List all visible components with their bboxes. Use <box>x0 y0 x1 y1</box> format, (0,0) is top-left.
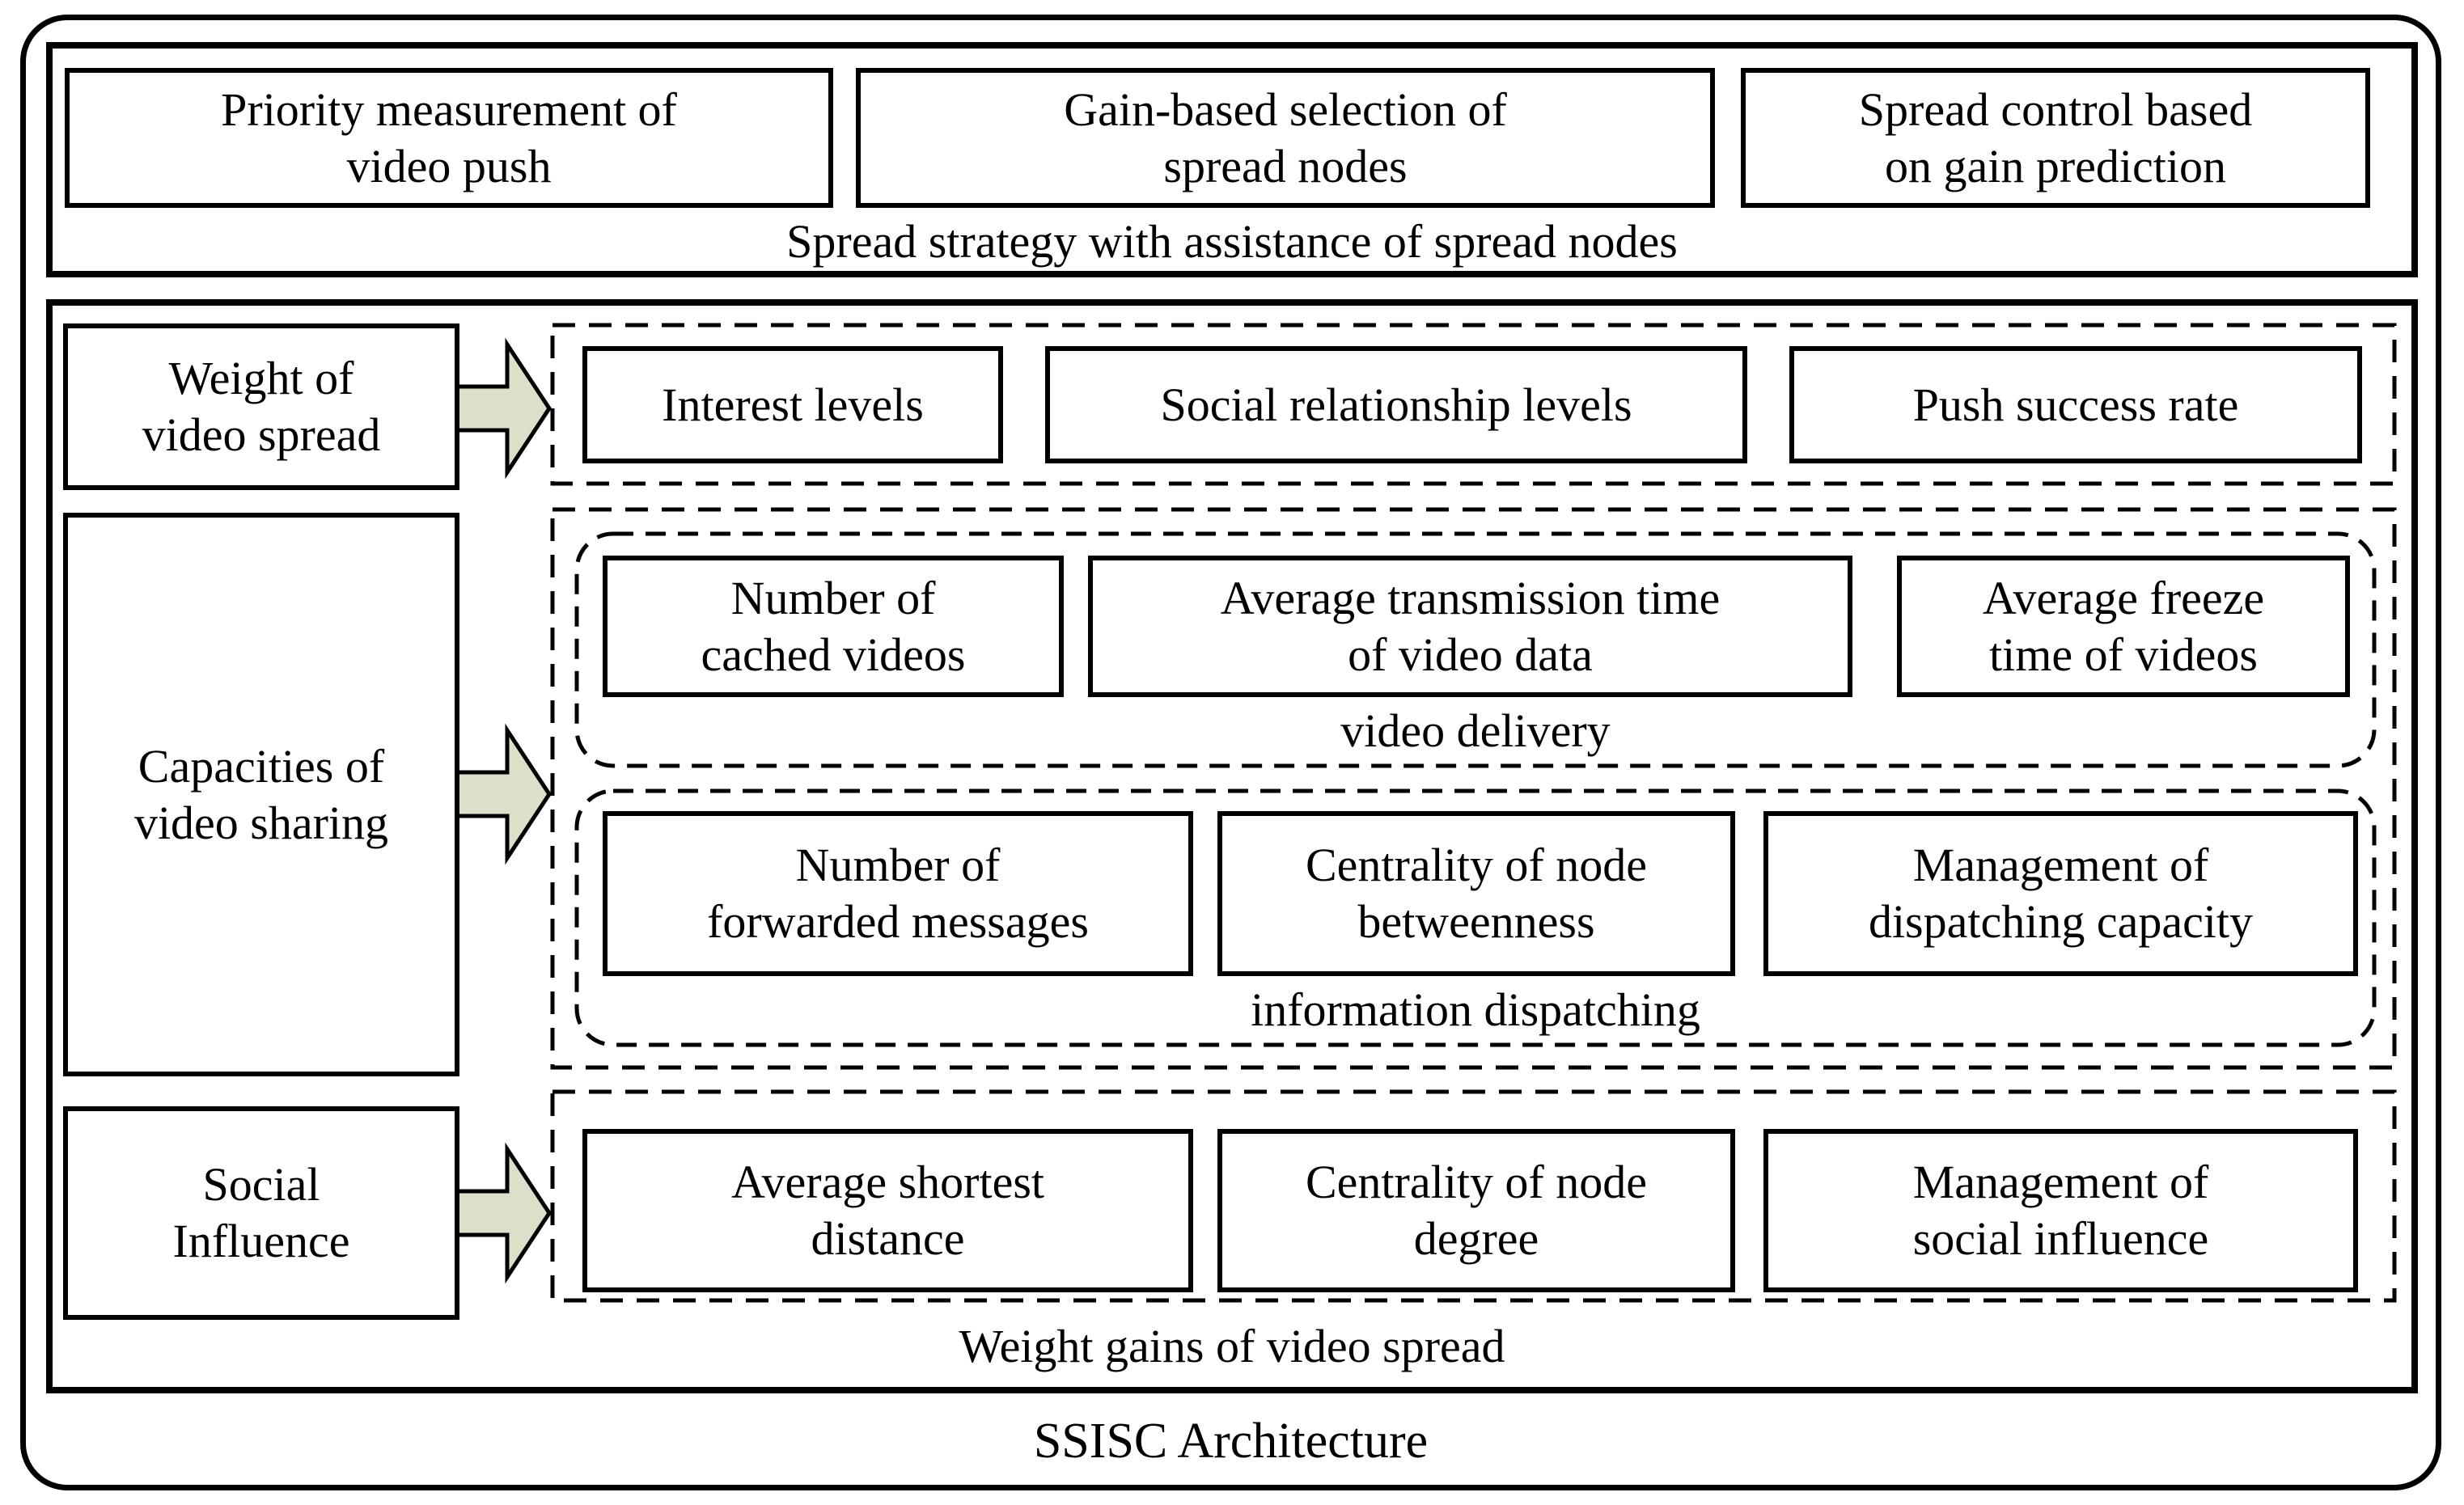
box-spread-control: Spread control based on gain prediction <box>1741 68 2370 208</box>
box-centrality-node-degree-label: Centrality of node degree <box>1305 1156 1647 1265</box>
box-social-influence: Social Influence <box>63 1106 459 1320</box>
box-spread-control-label: Spread control based on gain prediction <box>1858 82 2253 192</box>
diagram-title-label: SSISC Architecture <box>1033 1413 1429 1469</box>
box-priority-measurement: Priority measurement of video push <box>65 68 833 208</box>
caption-video-delivery: video delivery <box>577 697 2374 764</box>
outer-frame <box>20 15 2441 1490</box>
box-average-transmission-time-label: Average transmission time of video data <box>1220 571 1721 681</box>
box-interest-levels-label: Interest levels <box>662 378 924 431</box>
box-priority-measurement-label: Priority measurement of video push <box>221 82 677 192</box>
box-interest-levels: Interest levels <box>582 346 1003 463</box>
box-social-relationship-levels-label: Social relationship levels <box>1160 378 1632 431</box>
box-centrality-node-betweenness: Centrality of node betweenness <box>1217 811 1735 976</box>
caption-information-dispatching-label: information dispatching <box>1251 983 1700 1036</box>
box-average-freeze-time: Average freeze time of videos <box>1897 556 2350 697</box>
spread-strategy-section-frame <box>46 42 2418 277</box>
box-push-success-rate: Push success rate <box>1789 346 2362 463</box>
box-average-freeze-time-label: Average freeze time of videos <box>1982 571 2265 681</box>
dashed-subgroup-video-delivery <box>574 531 2377 768</box>
box-gain-based-selection: Gain-based selection of spread nodes <box>856 68 1715 208</box>
right-arrow-capacities <box>455 723 552 865</box>
box-capacities-of-video-sharing: Capacities of video sharing <box>63 513 459 1076</box>
box-weight-of-video-spread-label: Weight of video spread <box>142 352 381 461</box>
box-number-of-forwarded-messages: Number of forwarded messages <box>603 811 1193 976</box>
box-social-influence-label: Social Influence <box>172 1158 350 1267</box>
box-centrality-node-degree: Centrality of node degree <box>1217 1129 1735 1292</box>
box-capacities-of-video-sharing-label: Capacities of video sharing <box>133 739 389 849</box>
caption-spread-strategy-label: Spread strategy with assistance of sprea… <box>786 215 1678 268</box>
box-number-of-cached-videos: Number of cached videos <box>603 556 1064 697</box>
box-weight-of-video-spread: Weight of video spread <box>63 323 459 490</box>
box-centrality-node-betweenness-label: Centrality of node betweenness <box>1305 839 1647 948</box>
right-arrow-weight <box>455 337 552 480</box>
dashed-group-social-items <box>550 1089 2397 1303</box>
box-push-success-rate-label: Push success rate <box>1912 378 2239 431</box>
dashed-group-capacities <box>550 507 2397 1070</box>
box-average-shortest-distance: Average shortest distance <box>582 1129 1193 1292</box>
box-management-social-influence: Management of social influence <box>1763 1129 2358 1292</box>
box-average-transmission-time: Average transmission time of video data <box>1088 556 1852 697</box>
caption-video-delivery-label: video delivery <box>1340 704 1611 757</box>
caption-weight-gains-label: Weight gains of video spread <box>959 1319 1505 1372</box>
right-arrow-social <box>455 1142 552 1284</box>
caption-weight-gains: Weight gains of video spread <box>46 1300 2418 1392</box>
box-gain-based-selection-label: Gain-based selection of spread nodes <box>1064 82 1507 192</box>
box-social-relationship-levels: Social relationship levels <box>1045 346 1747 463</box>
weight-gains-section-frame <box>46 299 2418 1393</box>
box-management-dispatching-capacity-label: Management of dispatching capacity <box>1868 839 2254 948</box>
box-management-dispatching-capacity: Management of dispatching capacity <box>1763 811 2358 976</box>
dashed-group-weight-items <box>550 323 2397 486</box>
diagram-title: SSISC Architecture <box>20 1393 2441 1489</box>
caption-information-dispatching: information dispatching <box>577 976 2374 1043</box>
dashed-subgroup-information-dispatching <box>574 788 2377 1047</box>
caption-spread-strategy: Spread strategy with assistance of sprea… <box>46 208 2418 276</box>
box-management-social-influence-label: Management of social influence <box>1912 1156 2209 1265</box>
box-average-shortest-distance-label: Average shortest distance <box>730 1156 1045 1265</box>
box-number-of-forwarded-messages-label: Number of forwarded messages <box>707 839 1089 948</box>
box-number-of-cached-videos-label: Number of cached videos <box>701 571 966 681</box>
